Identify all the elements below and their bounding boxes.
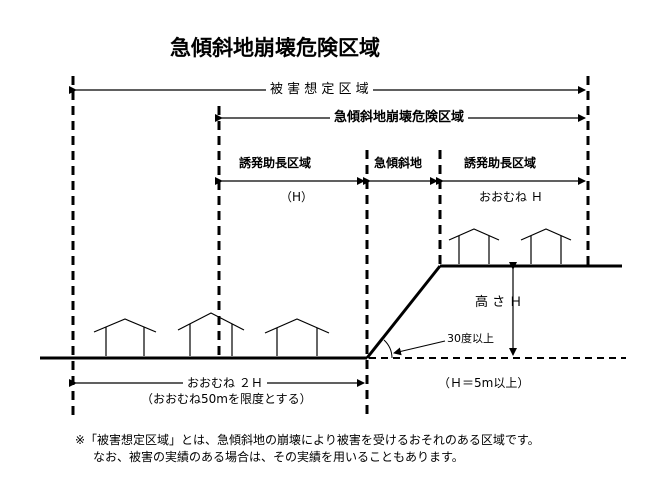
slope-face (365, 265, 442, 359)
approx-2h-limit-label: （おおむね50mを限度とする） (141, 392, 312, 406)
house-icon (93, 318, 157, 356)
damage-zone-label: 被 害 想 定 区 域 (266, 83, 373, 96)
house-icon (264, 318, 330, 356)
footnote-line-1: ※「被害想定区域」とは、急傾斜地の崩壊により被害を受けるおそれのある区域です。 (75, 433, 540, 447)
danger-zone-label: 急傾斜地崩壊危険区域 (330, 111, 469, 124)
slope-angle-arc (383, 339, 393, 359)
h-left-label: （H） (280, 190, 314, 204)
height-h-label: 高 さ Ｈ (475, 295, 523, 310)
angle-label: 30度以上 (447, 332, 494, 345)
steep-land-label: 急傾斜地 (374, 156, 423, 170)
approx-h-right-label: おおむね Ｈ (479, 190, 543, 204)
house-icon (448, 228, 500, 264)
approx-2h-label: おおむね ２Ｈ (183, 377, 267, 389)
house-icon (177, 312, 245, 356)
induce-zone-left-label: 誘発助長区域 (239, 156, 312, 170)
footnote: ※「被害想定区域」とは、急傾斜地の崩壊により被害を受けるおそれのある区域です。 … (75, 432, 540, 466)
footnote-line-2: なお、被害の実績のある場合は、その実績を用いることもあります。 (93, 450, 464, 464)
angle-leader-line (393, 340, 446, 356)
page-title: 急傾斜地崩壊危険区域 (170, 36, 380, 60)
h-min-label: （Ｈ＝5m以上） (438, 376, 530, 390)
house-icon (520, 228, 572, 264)
induce-zone-right-label: 誘発助長区域 (464, 156, 537, 170)
